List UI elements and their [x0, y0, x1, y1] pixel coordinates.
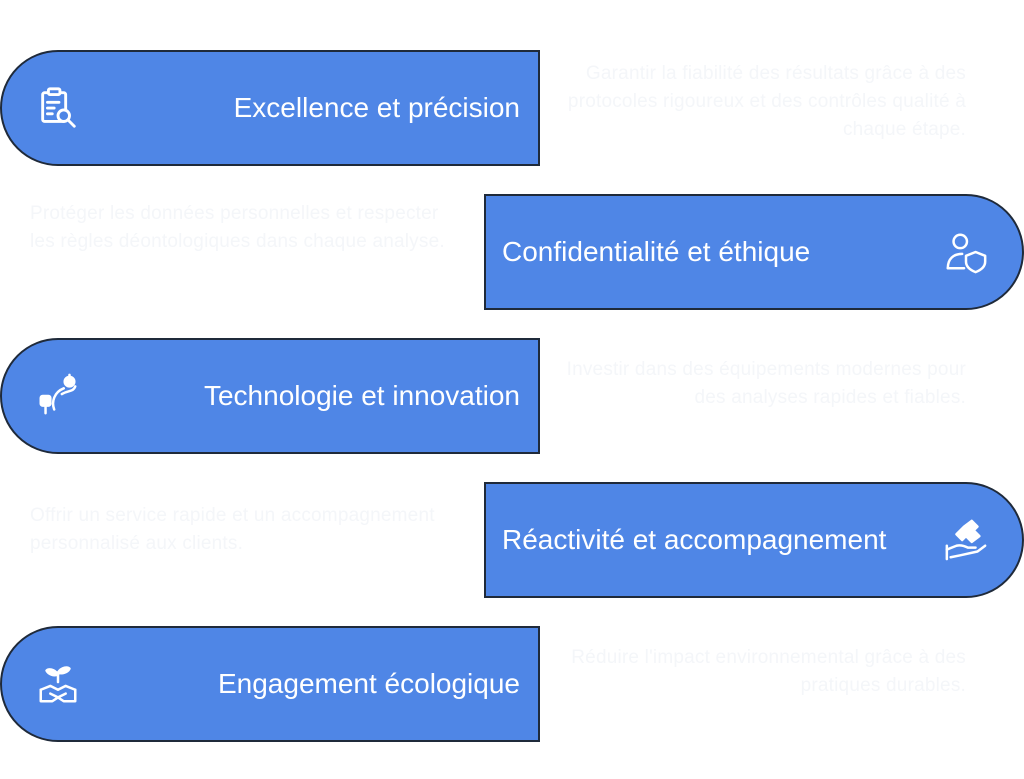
row-engagement-pill: Engagement écologique: [0, 626, 540, 742]
row-description: Garantir la fiabilité des résultats grâc…: [567, 63, 966, 140]
row-technologie-pill: Technologie et innovation: [0, 338, 540, 454]
row-description: Investir dans des équipements modernes p…: [566, 359, 966, 408]
row-title: Technologie et innovation: [203, 380, 520, 411]
row-excellence-pill: Excellence et précision: [0, 50, 540, 166]
microscope-icon: [34, 372, 82, 420]
row-description: Offrir un service rapide et un accompagn…: [30, 505, 435, 554]
clipboard-search-icon: [34, 84, 82, 132]
row-title: Confidentialité et éthique: [502, 236, 811, 267]
row-description: Réduire l'impact environnemental grâce à…: [571, 647, 966, 696]
eco-hands-icon: [34, 660, 82, 708]
helping-hand-icon: [942, 516, 990, 564]
row-title: Réactivité et accompagnement: [502, 524, 887, 555]
row-title: Excellence et précision: [233, 92, 520, 123]
row-reactivite-pill: Réactivité et accompagnement: [484, 482, 1024, 598]
row-confidentialite-pill: Confidentialité et éthique: [484, 194, 1024, 310]
row-description: Protéger les données personnelles et res…: [30, 203, 445, 252]
user-shield-icon: [942, 228, 990, 276]
row-title: Engagement écologique: [217, 668, 520, 699]
